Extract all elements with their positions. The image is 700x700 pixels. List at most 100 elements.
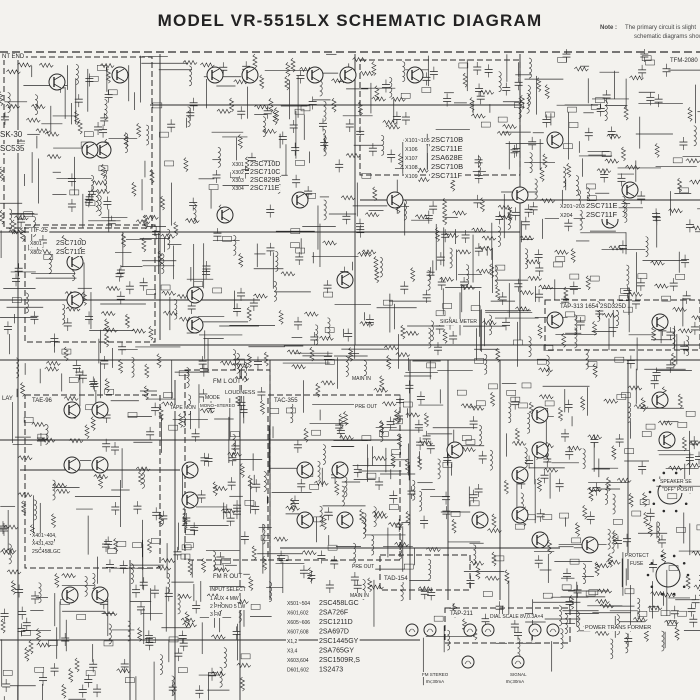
terminal-tag (685, 411, 696, 417)
label-dial-scale: DIAL SCALE 8V,0.3A×4 (490, 614, 543, 620)
lamp-filament (426, 628, 434, 633)
terminal-tag (571, 537, 581, 544)
resistor (469, 97, 475, 112)
resistor (640, 397, 646, 412)
coil (233, 349, 236, 370)
terminal-tag (107, 89, 118, 96)
text-backdrop (489, 614, 545, 620)
text-backdrop (209, 604, 247, 610)
terminal-tag (34, 667, 45, 673)
text-backdrop (224, 390, 257, 396)
transistor-icon (331, 461, 349, 479)
terminal-tag (585, 590, 596, 597)
resistor (404, 330, 420, 336)
coil (104, 169, 108, 191)
resistor (691, 315, 700, 321)
resistor (654, 283, 669, 289)
transistor-collector (391, 193, 400, 199)
resistor (334, 481, 340, 496)
lamp-filament (514, 660, 522, 665)
transistor-list-ref: X401~404, (32, 533, 56, 539)
terminal-tag (327, 544, 338, 551)
transistor-emitter (476, 521, 485, 527)
coil (217, 146, 221, 168)
resistor (372, 186, 378, 202)
resistor (502, 123, 517, 130)
transistor-list-ref: X108 (405, 165, 418, 171)
label-sel2: 2 PHONO 5 LW (210, 604, 245, 610)
transistor-list-ref: X801 (30, 241, 42, 247)
resistor (685, 574, 691, 590)
text-backdrop (404, 147, 419, 153)
resistor (52, 482, 67, 488)
label-main-in-1: MAIN IN (352, 376, 371, 382)
coil (402, 61, 406, 82)
text-backdrop (286, 610, 310, 617)
resistor (373, 256, 379, 271)
text-backdrop (31, 533, 58, 539)
transistor-emitter (344, 76, 353, 82)
note-line-2: schematic diagrams shown on (634, 34, 700, 40)
transistor-emitter (96, 466, 105, 472)
coil (35, 94, 38, 116)
label-fuse: FUSE (630, 561, 644, 567)
resistor (55, 488, 71, 494)
terminal-tag (470, 305, 481, 311)
transistor-collector (301, 513, 310, 519)
terminal-tag (421, 87, 432, 93)
coil (146, 124, 150, 146)
resistor (262, 128, 277, 134)
text-backdrop (31, 549, 62, 555)
terminal-tag (163, 392, 173, 398)
terminal-tag (481, 121, 491, 128)
resistor (563, 286, 569, 302)
coil (124, 132, 128, 154)
transistor-icon (306, 66, 324, 84)
module-boundary (267, 394, 401, 561)
text-backdrop (1, 396, 14, 402)
resistor (561, 333, 567, 348)
resistor (460, 403, 476, 409)
resistor (280, 271, 296, 277)
coil (546, 355, 550, 376)
switch-contact (660, 554, 664, 558)
terminal-tag (379, 431, 389, 437)
transistor-emitter (656, 401, 665, 407)
terminal-tag (104, 389, 114, 395)
resistor (511, 440, 527, 447)
transistor-list-ref: X601,602 (287, 611, 309, 617)
resistor (347, 347, 354, 362)
text-backdrop (204, 395, 222, 401)
text-backdrop (421, 672, 450, 677)
transistor-emitter (606, 221, 615, 227)
module-label-tfm-2080: TFM-2080 (670, 58, 698, 64)
resistor (309, 346, 315, 362)
resistor (246, 353, 253, 368)
resistor (315, 382, 321, 398)
transistor-list-type: 2SC710D (250, 161, 280, 168)
resistor (284, 75, 290, 91)
transistor-list-type: 2SA765GY (319, 648, 354, 655)
label-loudness: LOUDNESS (225, 390, 256, 396)
lamp-filament (408, 628, 416, 633)
transistor-collector (71, 255, 80, 261)
text-backdrop (29, 241, 43, 247)
terminal-tag (568, 122, 579, 128)
terminal-tag (244, 500, 255, 506)
transistor-list-ref: X603,604 (287, 658, 309, 664)
transistor-list-ref: X106 (405, 147, 418, 153)
text-backdrop (349, 593, 371, 599)
resistor (693, 584, 700, 590)
coil (622, 196, 626, 217)
resistor (373, 387, 388, 393)
transistor-collector (296, 193, 305, 199)
coil (625, 632, 629, 654)
terminal-tag (458, 62, 469, 69)
terminal-tag (85, 670, 96, 676)
resistor (668, 208, 683, 214)
coil (219, 666, 223, 688)
label-mode: MODE (205, 395, 221, 401)
text-backdrop (661, 487, 695, 493)
resistor (104, 378, 110, 393)
terminal-tag (518, 402, 528, 409)
